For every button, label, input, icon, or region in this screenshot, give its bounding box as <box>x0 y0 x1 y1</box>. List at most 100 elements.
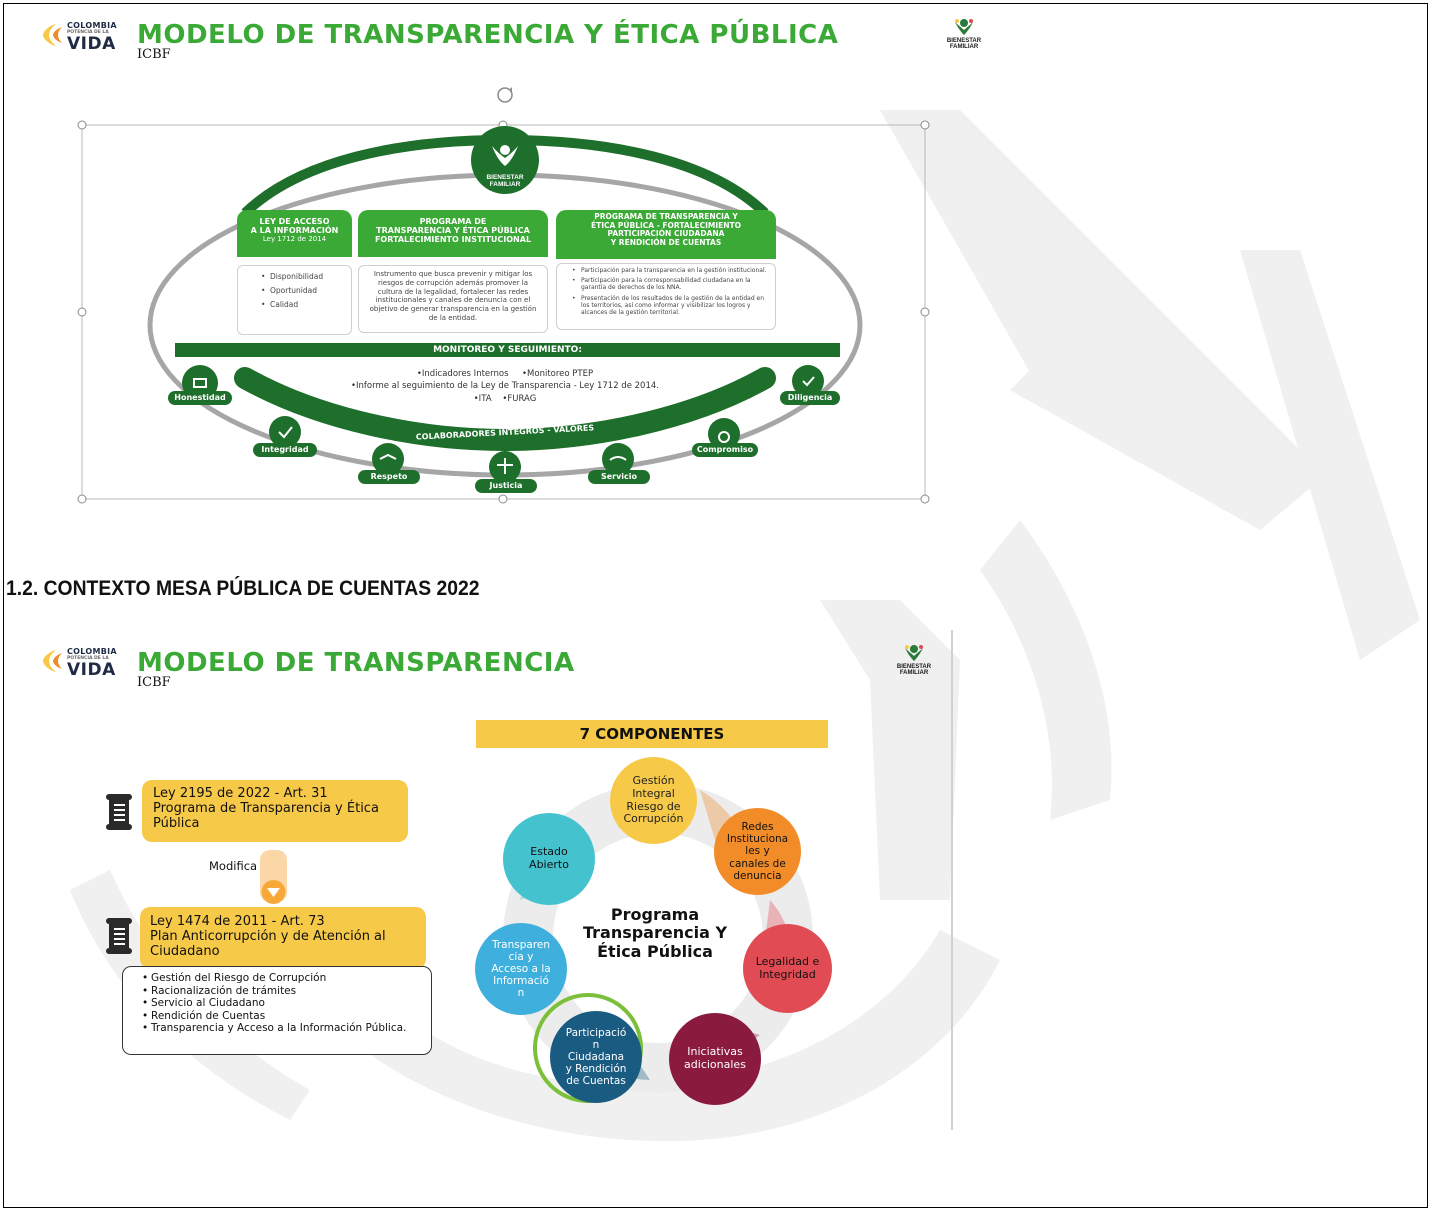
scroll-document-icon <box>106 794 132 830</box>
panel2-head3: FORTALECIMIENTO INSTITUCIONAL <box>374 235 532 245</box>
law2-item: Servicio al Ciudadano <box>142 997 431 1010</box>
value-diligencia: Diligencia <box>787 393 833 402</box>
bienestar-logo-icon <box>955 19 973 35</box>
panel3-item: Presentación de los resultados de la ges… <box>572 295 769 317</box>
component-gestion-integral: Gestión Integral Riesgo de Corrupción <box>610 757 697 844</box>
law2-item: Transparencia y Acceso a la Información … <box>142 1022 431 1035</box>
transparency-model-diagram <box>147 126 863 493</box>
law-1474-box: Ley 1474 de 2011 - Art. 73 Plan Anticorr… <box>140 907 426 969</box>
panel-ley-acceso-head: LEY DE ACCESO A LA INFORMACIÓN Ley 1712 … <box>237 210 352 257</box>
value-servicio: Servicio <box>600 472 638 481</box>
value-respeto: Respeto <box>370 472 408 481</box>
section-heading: 1.2. CONTEXTO MESA PÚBLICA DE CUENTAS 20… <box>6 577 480 600</box>
center-logo-text: BIENESTAR FAMILIAR <box>485 174 525 189</box>
slide1-title: MODELO DE TRANSPARENCIA Y ÉTICA PÚBLICA <box>137 20 839 50</box>
panel3-head3: PARTICIPACIÓN CIUDADANA <box>607 229 725 239</box>
component-legalidad-integridad: Legalidad e Integridad <box>743 924 832 1013</box>
logo-text-line2: FAMILIAR <box>899 670 929 677</box>
slide1-subtitle: ICBF <box>137 47 171 62</box>
colombia-vida-logo-icon <box>43 24 62 46</box>
law-1474-list: Gestión del Riesgo de Corrupción Raciona… <box>122 966 432 1055</box>
logo-text-line1: BIENESTAR <box>946 38 982 44</box>
slide1-header: COLOMBIA POTENCIA DE LA VIDA MODELO DE T… <box>0 0 1000 70</box>
colombia-vida-logo-icon <box>43 650 62 672</box>
panel3-item: Participación para la transparencia en l… <box>572 267 769 274</box>
value-honestidad: Honestidad <box>174 393 226 402</box>
panel-participacion-head: PROGRAMA DE TRANSPARENCIA Y ÉTICA PÚBLIC… <box>556 210 776 259</box>
law-2195-box: Ley 2195 de 2022 - Art. 31 Programa de T… <box>142 780 408 842</box>
law1-line2: Programa de Transparencia y Ética <box>153 800 379 816</box>
bienestar-logo-icon <box>905 645 923 661</box>
component-transparencia-acceso: Transparen cia y Acceso a la Informació … <box>475 923 567 1015</box>
logo-text-line2: FAMILIAR <box>949 44 979 51</box>
component-gestion-integral-label: Gestión Integral Riesgo de Corrupción <box>623 774 684 826</box>
brand-line1: COLOMBIA <box>67 647 117 656</box>
components-title: 7 COMPONENTES <box>476 720 828 748</box>
component-participacion-label: Participació n Ciudadana y Rendición de … <box>565 1026 627 1088</box>
logo-text-line1: BIENESTAR <box>896 664 932 670</box>
brand-wordmark: COLOMBIA POTENCIA DE LA VIDA <box>67 648 117 679</box>
brand-wordmark: COLOMBIA POTENCIA DE LA VIDA <box>67 22 117 53</box>
law2-item: Gestión del Riesgo de Corrupción <box>142 972 431 985</box>
component-transparencia-label: Transparen cia y Acceso a la Informació … <box>491 938 551 1000</box>
law1-line3: Pública <box>153 815 200 831</box>
selection-frame[interactable] <box>0 0 1000 520</box>
slide2-subtitle: ICBF <box>137 675 171 690</box>
component-redes-label: Redes Instituciona les y canales de denu… <box>726 821 789 882</box>
panel-ley-acceso-body: Disponibilidad Oportunidad Calidad <box>237 265 352 335</box>
component-iniciativas-label: Iniciativas adicionales <box>684 1045 746 1071</box>
monitoring-title: MONITOREO Y SEGUIMIENTO: <box>433 345 582 355</box>
modifica-label: Modifica <box>209 859 258 873</box>
law2-line3: Ciudadano <box>150 943 220 959</box>
component-participacion-ciudadana[interactable]: Participació n Ciudadana y Rendición de … <box>550 1011 642 1103</box>
panel1-head2: A LA INFORMACIÓN <box>250 226 339 236</box>
panel-programa-institucional-head: PROGRAMA DE TRANSPARENCIA Y ÉTICA PÚBLIC… <box>358 210 548 257</box>
panel3-item: Participación para la corresponsabilidad… <box>572 277 769 291</box>
panel3-head1: PROGRAMA DE TRANSPARENCIA Y <box>594 212 738 221</box>
component-estado-abierto: Estado Abierto <box>503 813 595 905</box>
center-line2: Transparencia Y <box>582 923 728 943</box>
center-line3: Ética Pública <box>597 941 713 961</box>
panel1-item: Oportunidad <box>261 286 351 296</box>
scroll-document-icon <box>106 918 132 954</box>
brand-line3: VIDA <box>67 33 116 54</box>
value-compromiso: Compromiso <box>696 445 754 454</box>
center-logo-line1: BIENESTAR <box>486 174 524 181</box>
component-iniciativas-adicionales: Iniciativas adicionales <box>669 1013 761 1105</box>
panel-participacion-body: Participación para la transparencia en l… <box>556 263 776 330</box>
brand-line1: COLOMBIA <box>67 21 117 30</box>
value-justicia: Justicia <box>489 481 523 490</box>
panel3-head4: Y RENDICIÓN DE CUENTAS <box>610 237 722 247</box>
rotate-handle-icon <box>497 87 513 103</box>
monitoring-list: •Indicadores Internos •Monitoreo PTEP •I… <box>260 368 750 405</box>
monitoring-item: •Indicadores Internos <box>416 369 509 379</box>
panel1-head1: LEY DE ACCESO <box>259 217 330 226</box>
panel-programa-institucional-body: Instrumento que busca prevenir y mitigar… <box>358 265 548 333</box>
panel1-item: Calidad <box>261 300 351 310</box>
monitoring-line1: •Indicadores Internos •Monitoreo PTEP <box>260 368 750 380</box>
slide2-header: COLOMBIA POTENCIA DE LA VIDA MODELO DE T… <box>0 630 1000 690</box>
slide2-title: MODELO DE TRANSPARENCIA <box>137 648 575 678</box>
panel1-head3: Ley 1712 de 2014 <box>262 235 327 244</box>
monitoring-item: •ITA <box>473 393 492 404</box>
down-arrow-icon <box>261 880 286 904</box>
value-integridad: Integridad <box>261 445 309 454</box>
law2-item: Rendición de Cuentas <box>142 1010 431 1023</box>
monitoring-line2: •Informe al seguimiento de la Ley de Tra… <box>351 381 659 392</box>
monitoring-item: •Monitoreo PTEP <box>522 369 594 379</box>
center-logo-icon <box>492 145 518 166</box>
monitoring-line3: •ITA •FURAG <box>260 393 750 405</box>
law2-line2: Plan Anticorrupción y de Atención al <box>150 928 386 944</box>
panel-ley-acceso: LEY DE ACCESO A LA INFORMACIÓN Ley 1712 … <box>237 210 352 335</box>
bienestar-logo-text: BIENESTAR FAMILIAR <box>894 664 934 677</box>
panel3-head2: ÉTICA PÚBLICA - FORTALECIMIENTO <box>590 220 742 230</box>
component-legalidad-label: Legalidad e Integridad <box>755 954 820 981</box>
brand-line3: VIDA <box>67 659 116 680</box>
monitoring-item: •FURAG <box>502 393 537 404</box>
slide2-divider <box>951 630 953 1130</box>
page-frame <box>3 3 1428 1208</box>
component-estado-abierto-label: Estado Abierto <box>529 845 569 871</box>
center-logo-line2: FAMILIAR <box>489 180 521 188</box>
value-badges <box>168 365 840 493</box>
bienestar-logo-text: BIENESTAR FAMILIAR <box>944 38 984 51</box>
